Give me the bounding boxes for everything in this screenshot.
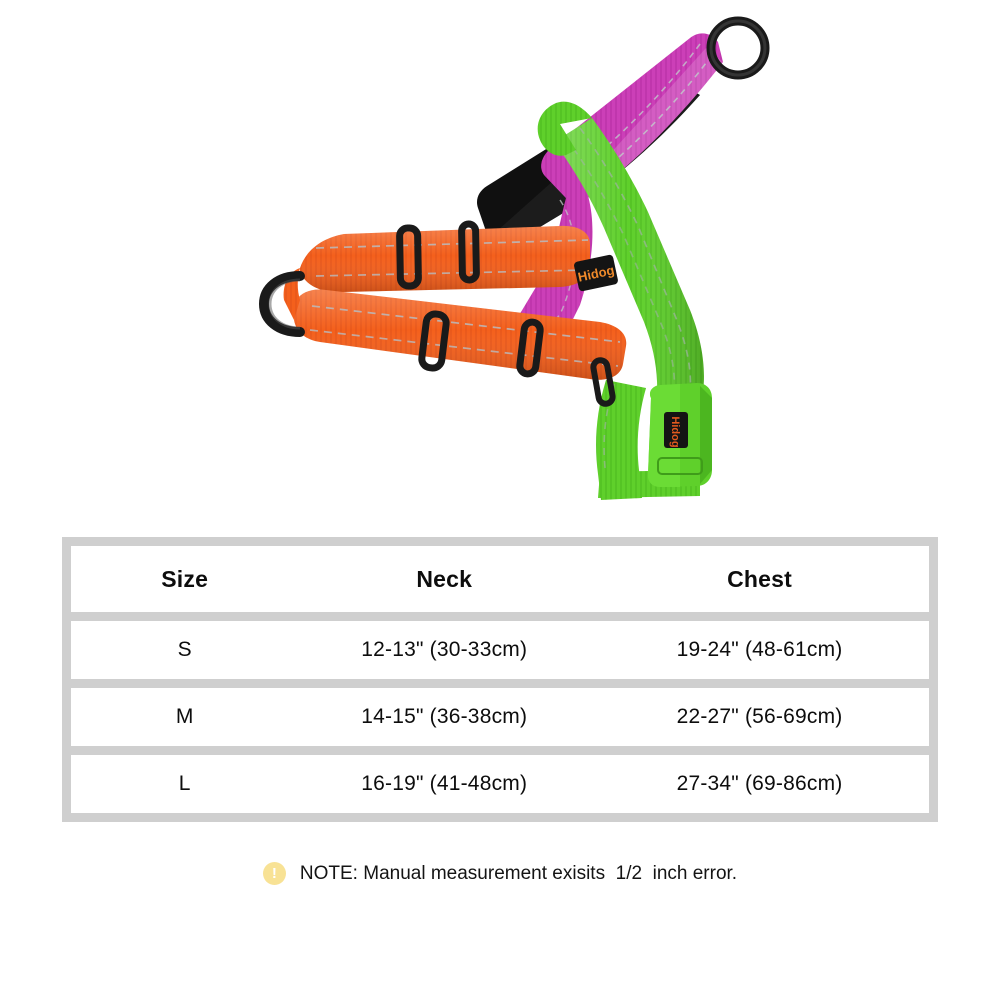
chest-strap-upper bbox=[300, 225, 590, 293]
table-row: M 14-15" (36-38cm) 22-27" (56-69cm) bbox=[71, 688, 929, 746]
cell-neck: 12-13" (30-33cm) bbox=[361, 638, 528, 661]
cell-chest: 19-24" (48-61cm) bbox=[676, 638, 843, 661]
body-strap bbox=[537, 101, 704, 432]
column-header-chest: Chest bbox=[727, 565, 792, 592]
cell-size: M bbox=[175, 705, 194, 728]
cell-neck: 16-19" (41-48cm) bbox=[361, 772, 528, 795]
buckle-brand-label: Hidog bbox=[669, 416, 681, 447]
side-release-buckle: Hidog bbox=[647, 383, 712, 487]
brand-label: Hidog bbox=[574, 254, 618, 292]
chest-strap-lower bbox=[294, 289, 627, 380]
product-photo: Hidog Hidog bbox=[258, 16, 770, 500]
slider-adjuster-green bbox=[590, 357, 616, 407]
column-header-size: Size bbox=[161, 565, 209, 592]
cell-chest: 22-27" (56-69cm) bbox=[676, 705, 843, 728]
table-row: L 16-19" (41-48cm) 27-34" (69-86cm) bbox=[71, 755, 929, 813]
table-row: S 12-13" (30-33cm) 19-24" (48-61cm) bbox=[71, 621, 929, 679]
column-header-neck: Neck bbox=[416, 565, 473, 592]
slider-adjuster bbox=[396, 220, 544, 378]
cell-size: S bbox=[177, 638, 192, 661]
cell-size: L bbox=[178, 772, 191, 795]
exclamation-circle-icon: ! bbox=[262, 862, 286, 885]
cell-neck: 14-15" (36-38cm) bbox=[361, 705, 528, 728]
cell-chest: 27-34" (69-86cm) bbox=[676, 772, 843, 795]
exclamation-glyph: ! bbox=[271, 865, 277, 882]
top-o-ring bbox=[706, 16, 770, 80]
measurement-note: ! NOTE: Manual measurement exisits 1/2 i… bbox=[0, 862, 1000, 885]
table-header-row: Size Neck Chest bbox=[71, 546, 929, 612]
size-chart-table: Size Neck Chest S 12-13" (30-33cm) 19-24… bbox=[62, 537, 938, 822]
note-text: NOTE: Manual measurement exisits 1/2 inc… bbox=[299, 862, 738, 884]
front-d-ring bbox=[258, 271, 305, 337]
